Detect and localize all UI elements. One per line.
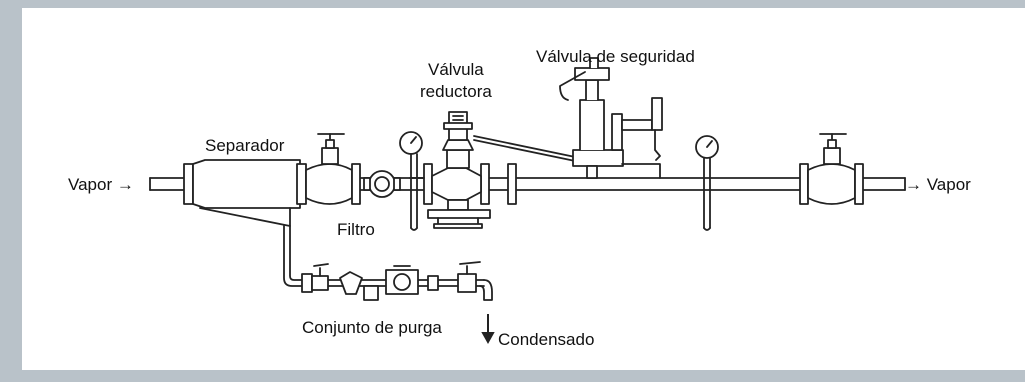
frame-top <box>0 0 1025 8</box>
drain-line <box>283 225 493 301</box>
stop-valve-2 <box>799 133 864 205</box>
filter-label: Filtro <box>337 220 375 239</box>
stop-valve-1 <box>305 133 361 205</box>
pressure-gauge-left <box>399 131 423 231</box>
safety-valve <box>559 57 663 179</box>
filter <box>363 170 401 198</box>
vapor-out-text: Vapor <box>926 175 971 194</box>
flange-2 <box>507 163 517 205</box>
inlet-label: Vapor → <box>68 175 134 195</box>
arrow-right-icon: → <box>116 175 134 194</box>
condensate-arrow <box>481 314 495 345</box>
reducing-valve-label-line1: Válvula <box>428 60 484 79</box>
reducing-valve-label-line2: reductora <box>420 82 492 101</box>
safety-valve-label: Válvula de seguridad <box>536 47 695 66</box>
pressure-gauge-right <box>695 135 719 231</box>
separator <box>192 159 307 227</box>
condensate-label: Condensado <box>498 330 595 349</box>
purge-set-label: Conjunto de purga <box>302 318 442 337</box>
vapor-in-text: Vapor <box>68 175 113 194</box>
frame-bottom <box>0 370 1025 382</box>
drain-trap-set <box>301 261 481 301</box>
arrow-right-icon: → <box>905 175 922 194</box>
separator-label: Separador <box>205 136 285 155</box>
pressure-reducing-valve <box>409 111 581 229</box>
outlet-label: → Vapor <box>905 175 971 195</box>
frame-left <box>0 0 22 382</box>
inlet-flange <box>183 163 194 205</box>
